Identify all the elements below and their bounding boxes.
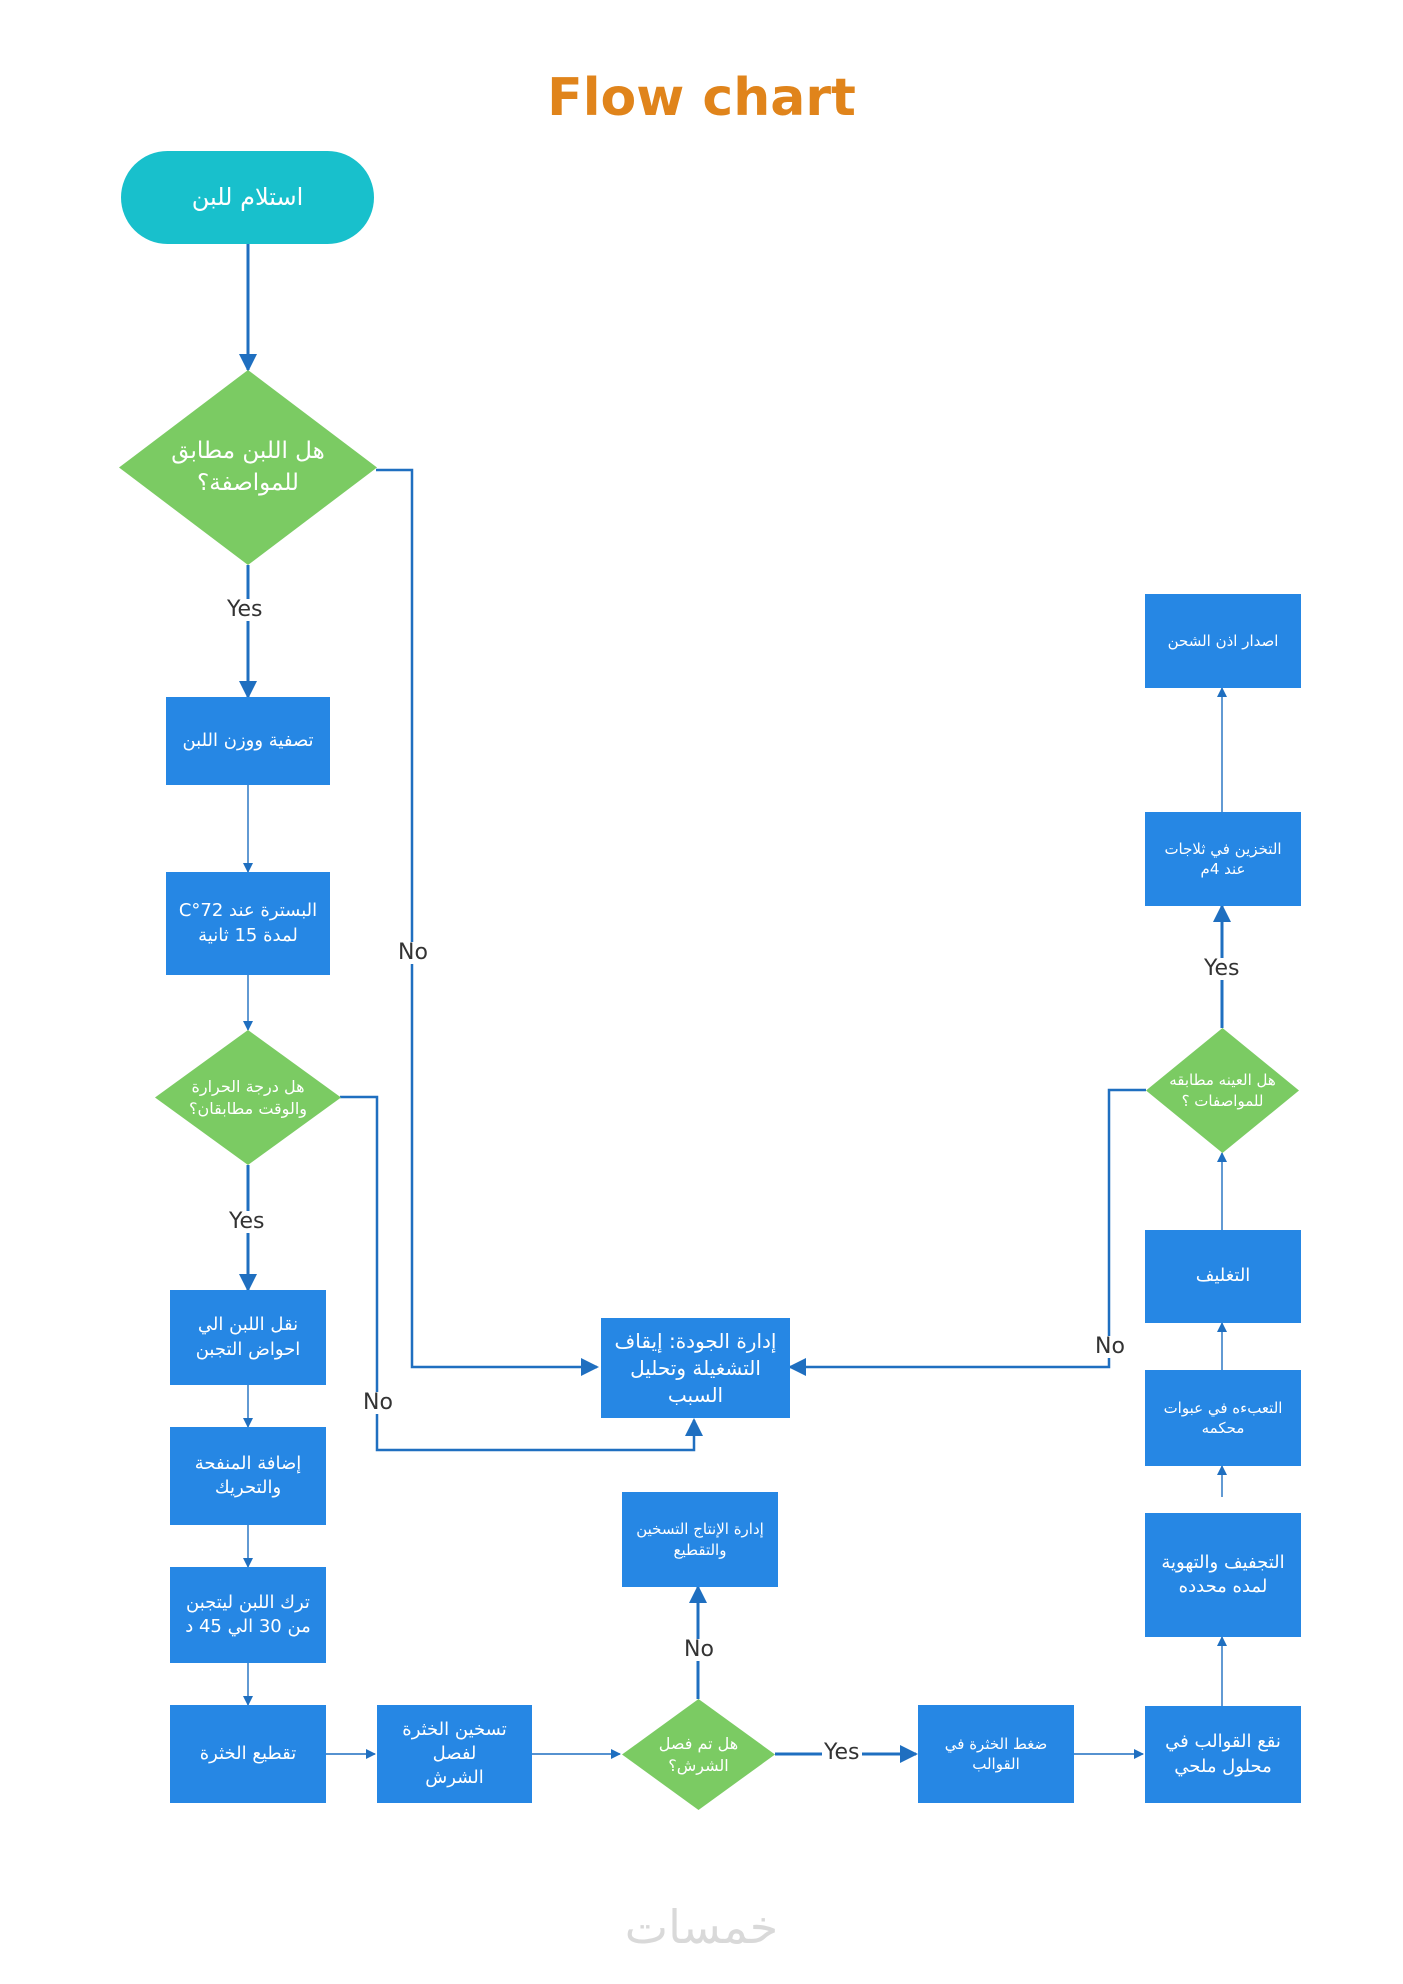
process-set-curd-text: ترك اللبن ليتجبن من 30 الي 45 د: [185, 1591, 311, 1637]
label-no-samplecheck: No: [1093, 1334, 1127, 1359]
process-quality-management: إدارة الجودة: إيقاف التشغيلة وتحليل السب…: [601, 1318, 790, 1418]
process-quality-management-text: إدارة الجودة: إيقاف التشغيلة وتحليل السب…: [614, 1328, 777, 1407]
start-receive-milk: استلام للبن: [121, 151, 374, 244]
edge-samplecheck-no: [788, 1088, 1146, 1376]
decision-sample-spec-text: هل العينه مطابقه للمواصفات ؟: [1169, 1071, 1276, 1110]
process-production-management: إدارة الإنتاج التسخين والتقطيع: [622, 1492, 778, 1587]
process-press-molds: ضغط الخثرة في القوالب: [918, 1705, 1074, 1803]
decision-milk-spec-text: هل اللبن مطابق للمواصفة؟: [171, 438, 325, 496]
process-brine-soak-text: نقع القوالب في محلول ملحي: [1165, 1731, 1281, 1777]
process-transfer-vats-text: نقل اللبن الي احواض التجبن: [195, 1314, 301, 1360]
chart-title: Flow chart: [547, 68, 856, 128]
label-no-tempcheck: No: [361, 1390, 395, 1415]
process-filter-weigh: تصفية ووزن اللبن: [166, 697, 330, 785]
process-pasteurize-text: البسترة عند 72°C لمدة 15 ثانية: [178, 900, 318, 946]
process-transfer-vats: نقل اللبن الي احواض التجبن: [170, 1290, 326, 1385]
process-cold-storage: التخزين في ثلاجات عند 4م: [1145, 812, 1301, 906]
process-add-rennet: إضافة المنفحة والتحريك: [170, 1427, 326, 1525]
edge-tempcheck-no: [340, 1095, 703, 1452]
process-pasteurize: البسترة عند 72°C لمدة 15 ثانية: [166, 872, 330, 975]
process-brine-soak: نقع القوالب في محلول ملحي: [1145, 1706, 1301, 1803]
decision-whey-separated-text: هل تم فصل الشرش؟: [658, 1733, 739, 1775]
process-shipping-permit: اصدار اذن الشحن: [1145, 594, 1301, 688]
decision-temp-time-text: هل درجة الحرارة والوقت مطابقان؟: [189, 1076, 307, 1118]
process-wrapping-text: التغليف: [1195, 1265, 1251, 1287]
process-filter-weigh-text: تصفية ووزن اللبن: [182, 729, 314, 751]
process-pack-sealed-text: التعبءه في عبوات محكمه: [1163, 1398, 1283, 1437]
decision-whey-separated: هل تم فصل الشرش؟: [622, 1699, 775, 1810]
watermark-logo: خمسات: [624, 1900, 779, 1954]
label-no-wheycheck: No: [682, 1637, 716, 1662]
decision-sample-spec-shape: [1146, 1028, 1299, 1153]
process-heat-curd-text: تسخين الخثرة لفصل الشرش: [402, 1718, 507, 1789]
decision-sample-spec: هل العينه مطابقه للمواصفات ؟: [1146, 1028, 1299, 1153]
process-dry-cure-text: التجفيف والتهوية لمده محدده: [1161, 1551, 1285, 1597]
process-heat-curd: تسخين الخثرة لفصل الشرش: [377, 1705, 532, 1803]
process-set-curd: ترك اللبن ليتجبن من 30 الي 45 د: [170, 1567, 326, 1663]
label-no-speccheck: No: [396, 940, 430, 965]
process-dry-cure: التجفيف والتهوية لمده محدده: [1145, 1513, 1301, 1637]
process-wrapping: التغليف: [1145, 1230, 1301, 1323]
decision-temp-time: هل درجة الحرارة والوقت مطابقان؟: [155, 1030, 341, 1165]
process-production-management-text: إدارة الإنتاج التسخين والتقطيع: [636, 1520, 764, 1559]
process-add-rennet-text: إضافة المنفحة والتحريك: [194, 1452, 302, 1498]
start-receive-milk-text: استلام للبن: [191, 183, 304, 212]
process-cold-storage-text: التخزين في ثلاجات عند 4م: [1164, 839, 1282, 878]
decision-temp-time-shape: [155, 1030, 341, 1165]
label-yes-speccheck: Yes: [225, 597, 265, 622]
decision-milk-spec: هل اللبن مطابق للمواصفة؟: [119, 370, 377, 565]
edge-speccheck-no: [376, 468, 599, 1376]
process-shipping-permit-text: اصدار اذن الشحن: [1167, 631, 1279, 650]
label-yes-tempcheck: Yes: [227, 1209, 267, 1234]
process-press-molds-text: ضغط الخثرة في القوالب: [944, 1734, 1048, 1773]
process-cut-curd-text: تقطيع الخثرة: [199, 1742, 297, 1764]
label-yes-samplecheck: Yes: [1202, 956, 1242, 981]
decision-whey-separated-shape: [622, 1699, 775, 1810]
label-yes-wheycheck: Yes: [822, 1740, 862, 1765]
process-pack-sealed: التعبءه في عبوات محكمه: [1145, 1370, 1301, 1466]
process-cut-curd: تقطيع الخثرة: [170, 1705, 326, 1803]
decision-milk-spec-shape: [119, 370, 377, 565]
